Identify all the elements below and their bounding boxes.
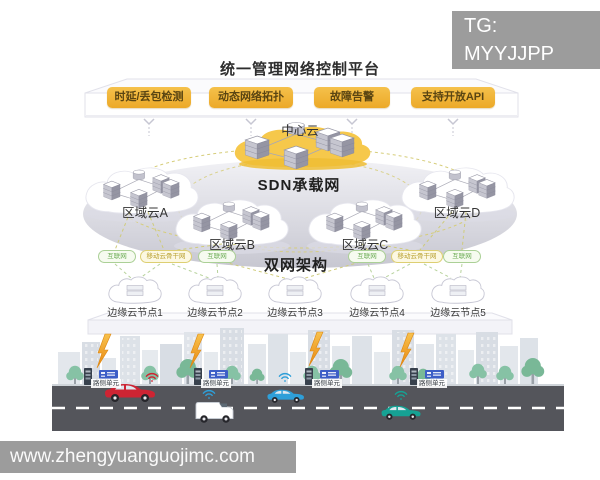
regional-cloud-a-label: 区域云A	[122, 206, 168, 220]
center-cloud-icon	[234, 123, 371, 170]
edge-node-label-3: 边缘云节点3	[267, 308, 323, 319]
watermark-url: www.zhengyuanguojimc.com	[0, 441, 296, 473]
dual-network-label: 双网架构	[263, 257, 329, 274]
telegram-badge: TG: MYYJJPP	[452, 11, 600, 69]
platform-button-topology: 动态网络拓扑	[209, 87, 293, 108]
platform-button-api: 支持开放API	[411, 87, 495, 108]
access-pill-backbone: 移动云骨干网	[391, 250, 443, 263]
access-pill-backbone: 移动云骨干网	[140, 250, 192, 263]
edge-node-label-5: 边缘云节点5	[430, 308, 486, 319]
regional-cloud-d-label: 区域云D	[433, 206, 481, 220]
access-pill-internet: 互联网	[443, 250, 481, 263]
edge-cloud-icons	[108, 277, 484, 303]
city-skyline	[58, 328, 538, 386]
access-pill-internet: 互联网	[348, 250, 386, 263]
platform-button-alarm: 故障告警	[314, 87, 390, 108]
edge-node-label-4: 边缘云节点4	[349, 308, 405, 319]
access-links-dotted	[114, 211, 467, 280]
access-pill-internet: 互联网	[198, 250, 236, 263]
rsu-label: 路侧单元	[201, 379, 231, 388]
rsu-label: 路侧单元	[91, 379, 121, 388]
regional-cloud-b-label: 区域云B	[209, 238, 255, 252]
center-cloud-label: 中心云	[281, 124, 319, 138]
van-white	[195, 402, 234, 423]
regional-cloud-c-label: 区域云C	[341, 238, 389, 252]
access-pill-internet: 互联网	[98, 250, 136, 263]
rsu-label: 路侧单元	[312, 379, 342, 388]
platform-button-latency: 时延/丢包检测	[107, 87, 191, 108]
edge-node-label-2: 边缘云节点2	[187, 308, 243, 319]
edge-node-label-1: 边缘云节点1	[107, 308, 163, 319]
platform-down-arrow-icons	[143, 118, 459, 136]
page-title: 统一管理网络控制平台	[219, 61, 381, 78]
sdn-network-label: SDN承载网	[257, 177, 341, 194]
rsu-label: 路侧单元	[417, 379, 447, 388]
